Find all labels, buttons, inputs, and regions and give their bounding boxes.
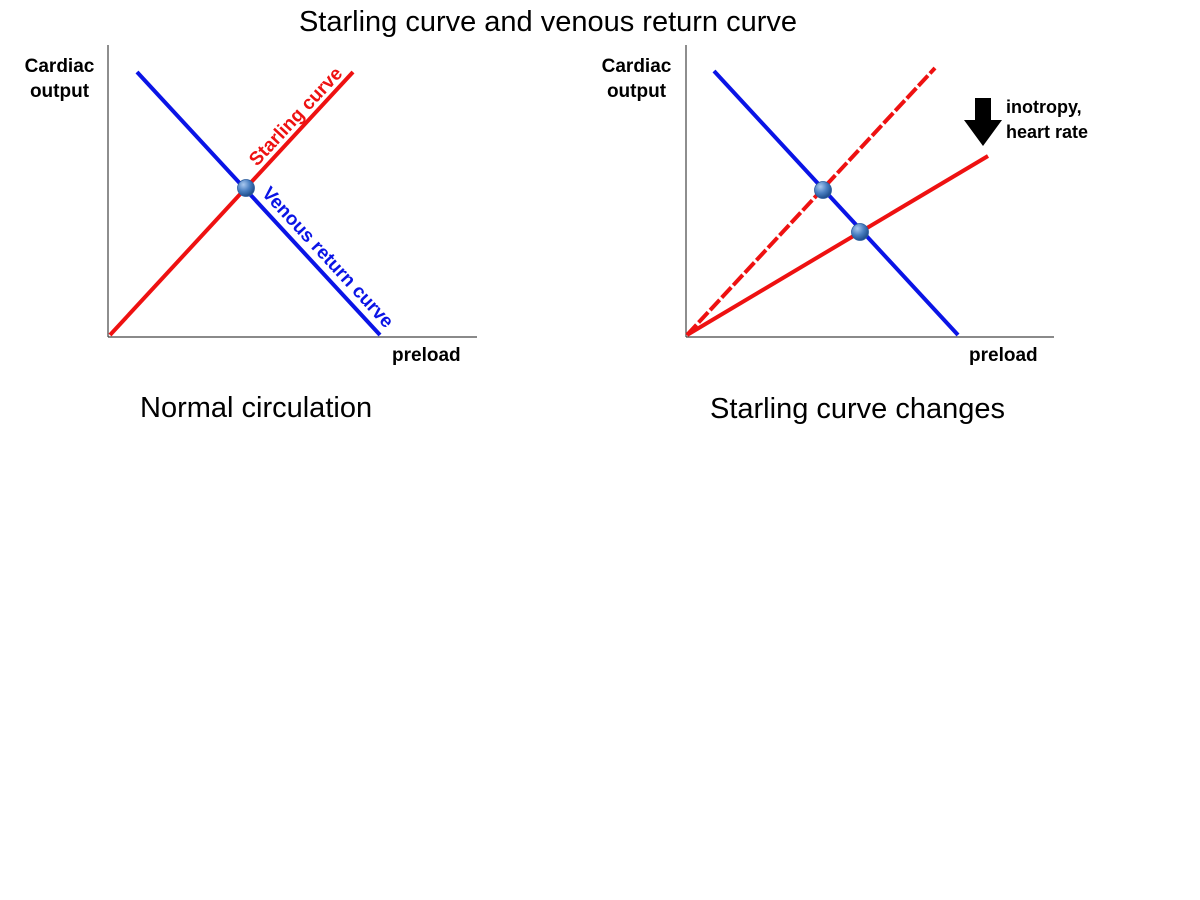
- venous-return-curve-label: Venous return curve: [257, 183, 397, 332]
- y-axis-label-line-2: output: [29, 81, 90, 102]
- panel-caption-changes: Starling curve changes: [710, 393, 1005, 425]
- page-title: Starling curve and venous return curve: [298, 6, 798, 38]
- x-axis-label: preload: [392, 345, 461, 366]
- equilibrium-point-new-icon: [851, 223, 869, 241]
- change-annotation-line-1: inotropy,: [1006, 97, 1082, 117]
- y-axis-label-line-1: Cardiac: [24, 56, 95, 77]
- y-axis-label: Cardiac output: [12, 54, 107, 104]
- equilibrium-point-icon: [237, 179, 255, 197]
- y-axis-label: Cardiac output: [589, 54, 684, 104]
- axes-normal: [107, 45, 477, 338]
- venous-return-curve: [712, 69, 960, 337]
- equilibrium-point-original-icon: [814, 181, 832, 199]
- y-axis-label-line-1: Cardiac: [601, 56, 672, 77]
- starling-curve-label: Starling curve: [245, 63, 347, 170]
- venous-return-curve: [135, 70, 382, 337]
- starling-curve-original: [685, 66, 937, 337]
- panel-caption-normal: Normal circulation: [140, 392, 373, 424]
- y-axis-label-line-2: output: [606, 81, 667, 102]
- starling-curve: [108, 70, 355, 337]
- change-annotation: inotropy, heart rate: [1006, 95, 1088, 145]
- change-annotation-line-2: heart rate: [1006, 122, 1089, 142]
- starling-curve-reduced: [685, 154, 990, 337]
- axes-changes: [685, 45, 1054, 338]
- x-axis-label: preload: [969, 345, 1038, 366]
- down-arrow-icon: [964, 98, 1002, 146]
